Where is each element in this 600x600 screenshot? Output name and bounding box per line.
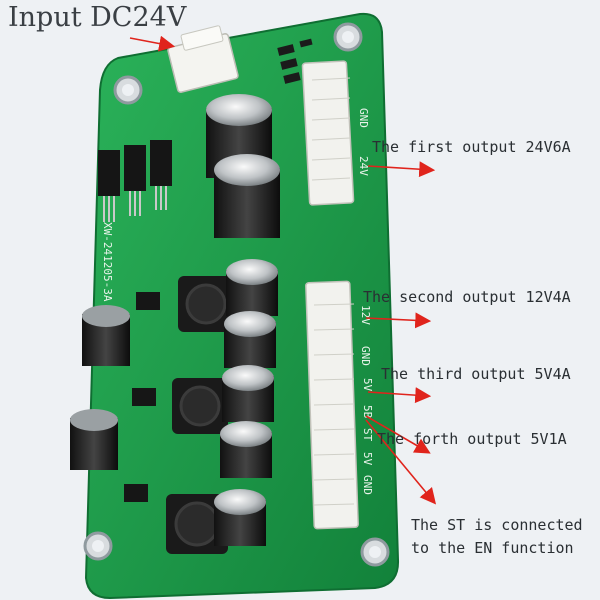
- silk-5v: 5V: [361, 378, 374, 392]
- silk-gnd-mid: GND: [359, 346, 372, 366]
- silk-5b: 5B: [361, 405, 374, 419]
- output3-label: The third output 5V4A: [381, 365, 571, 383]
- arrow-input: [129, 35, 176, 52]
- st-note-label: The ST is connected to the EN function: [411, 516, 583, 557]
- arrow-output2: [365, 312, 432, 329]
- output-connector: [301, 60, 359, 530]
- silk-5v-b: 5V: [361, 452, 374, 466]
- silk-12v: 12V: [359, 305, 372, 325]
- output4-label: The forth output 5V1A: [377, 430, 567, 448]
- to220-components: [98, 140, 172, 222]
- inductors: [166, 276, 234, 554]
- silkscreen-labels: GND 24V 12V GND 5V 5B ST 5V GND XW-24120…: [101, 108, 374, 495]
- ic-chips: [124, 292, 160, 502]
- arrow-output4: [365, 415, 431, 454]
- silk-gnd-bottom: GND: [361, 475, 374, 495]
- input-connector: [167, 25, 239, 93]
- input-label: Input DC24V: [8, 2, 187, 33]
- arrow-st: [365, 419, 437, 505]
- arrow-output1: [367, 161, 436, 178]
- arrow-output3: [367, 387, 432, 404]
- capacitors: [70, 94, 280, 546]
- silk-gnd: GND: [357, 108, 370, 128]
- silk-24v: 24V: [357, 156, 370, 176]
- smd-components-top: [277, 38, 313, 84]
- silk-st: ST: [361, 428, 374, 442]
- output2-label: The second output 12V4A: [363, 288, 571, 306]
- mounting-holes: [83, 22, 390, 567]
- annotation-arrows: [129, 35, 437, 505]
- output1-label: The first output 24V6A: [372, 138, 571, 156]
- silk-model: XW-241205-3A: [101, 222, 114, 302]
